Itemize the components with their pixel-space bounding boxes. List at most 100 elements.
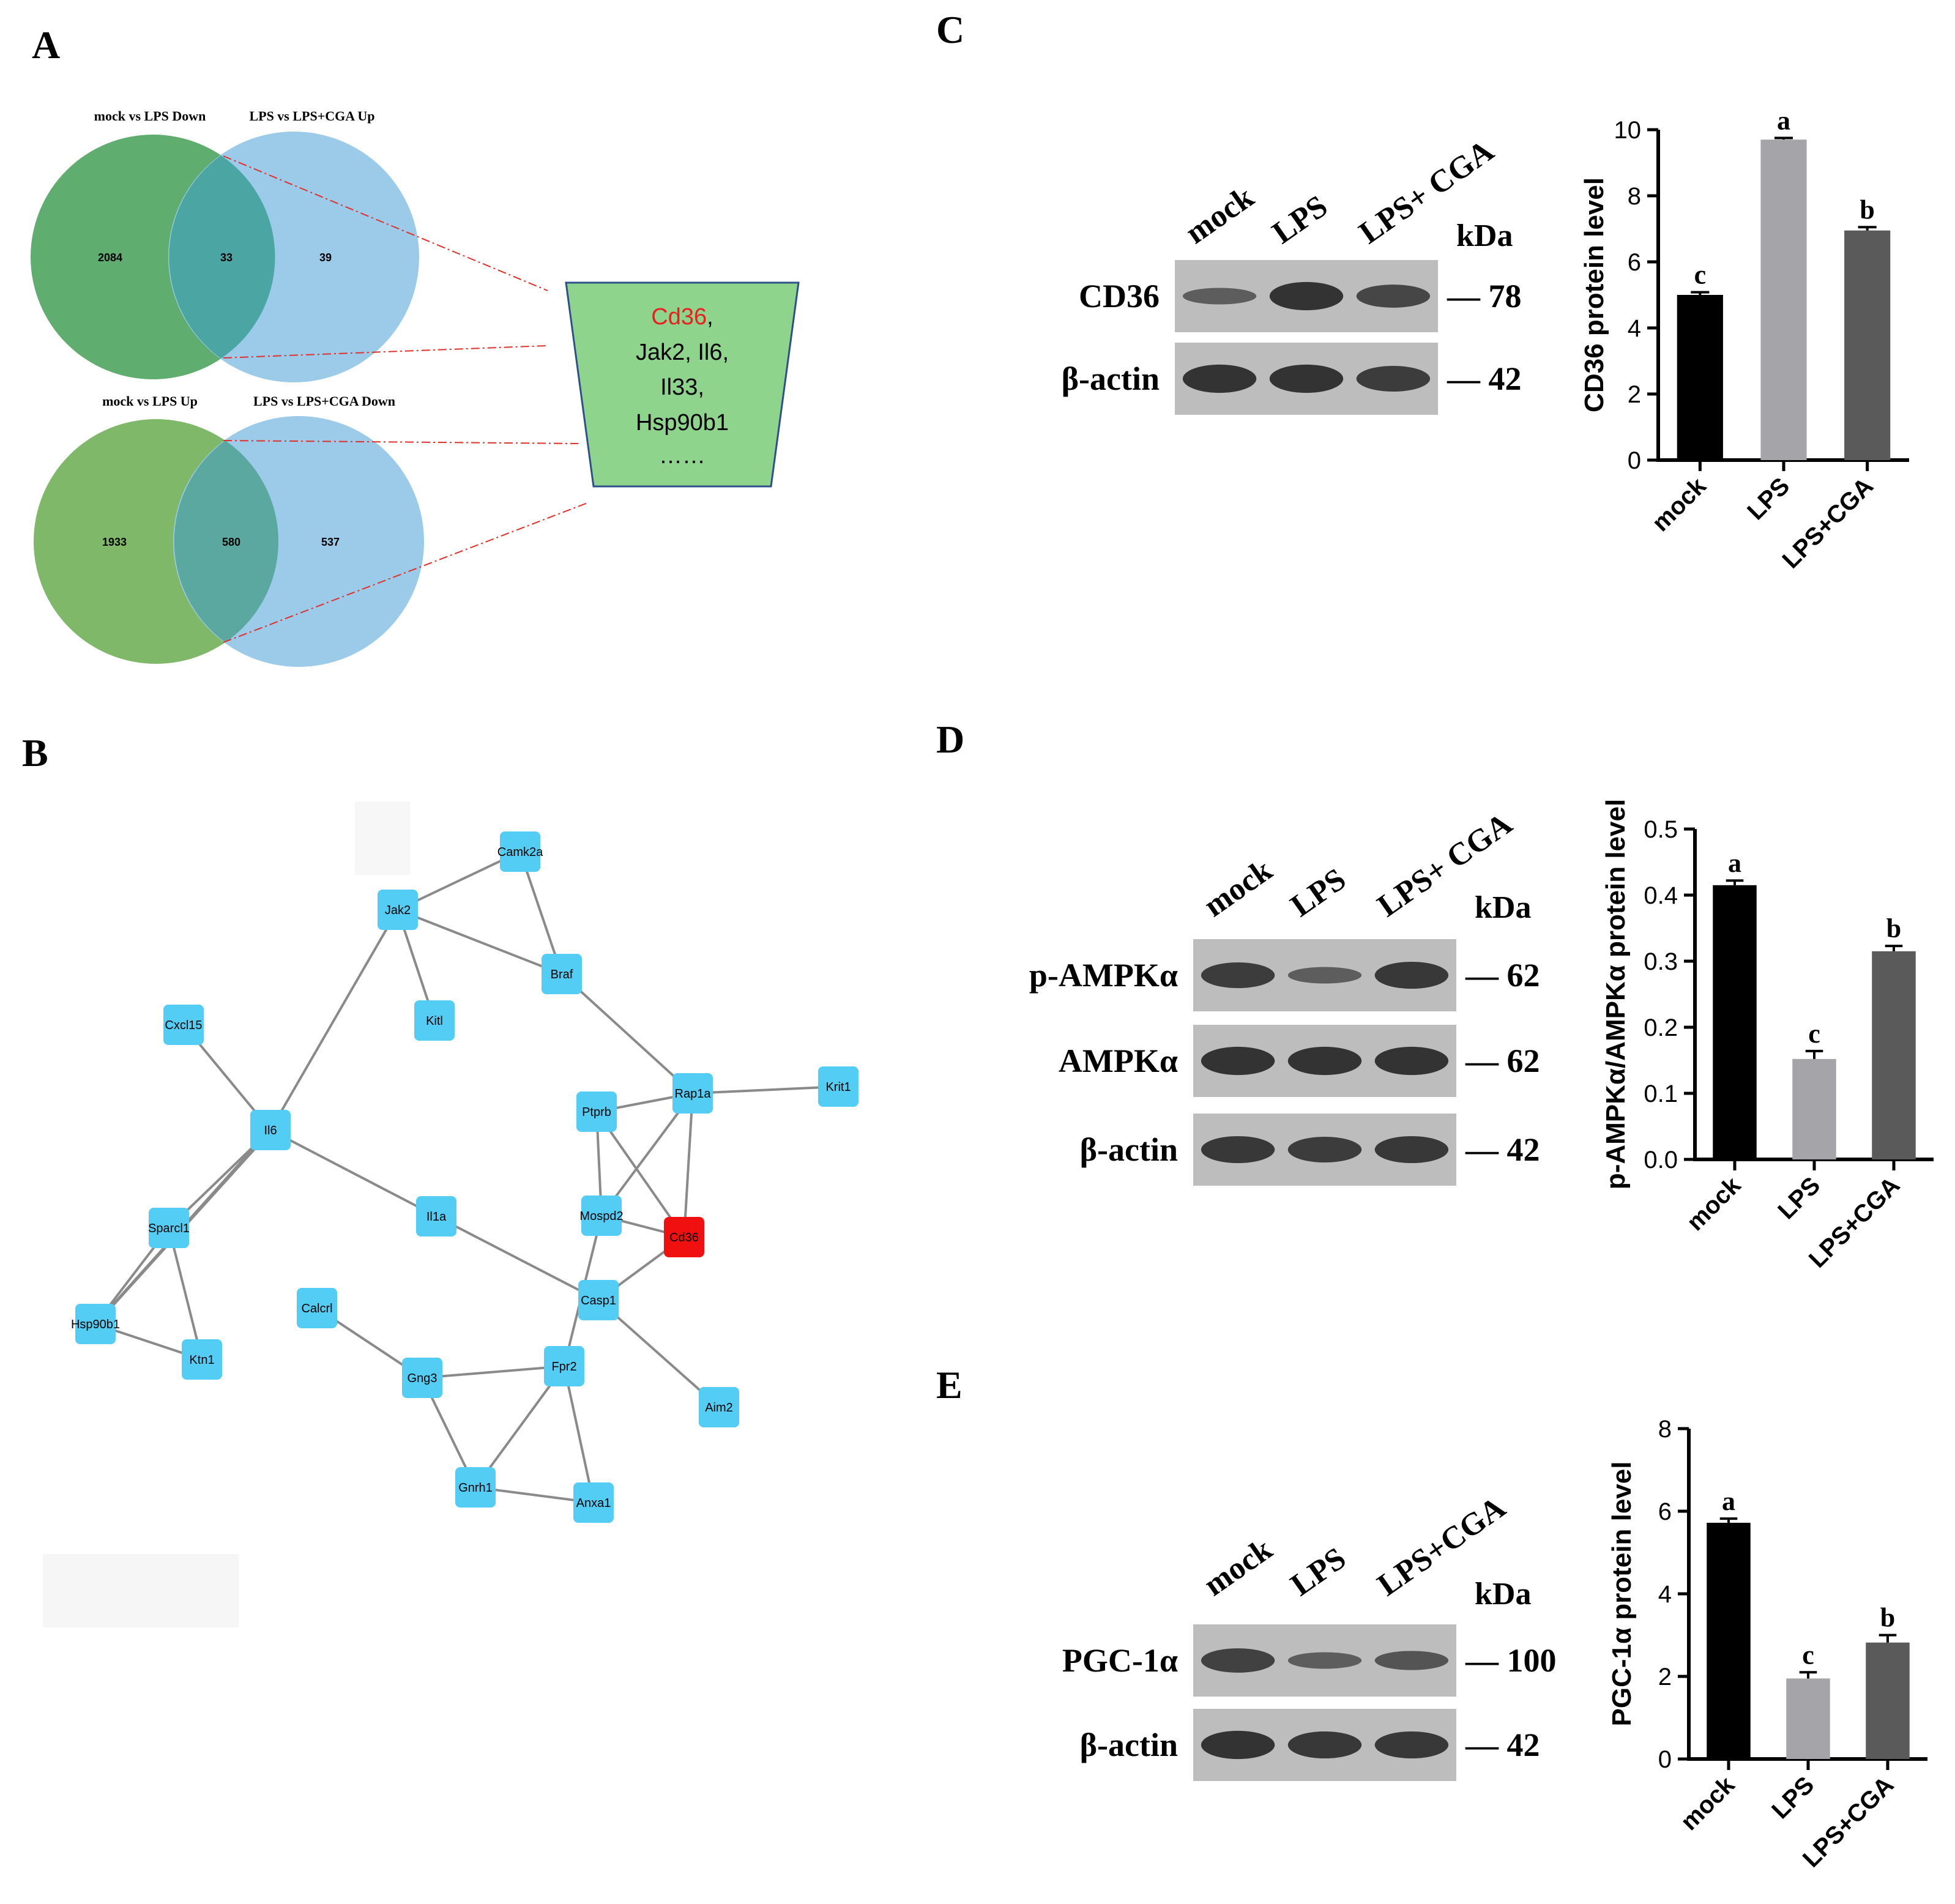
node-label-cd36: Cd36 [669,1231,699,1244]
blot-band [1201,1046,1275,1076]
blot-row-label: β-actin [1080,1131,1178,1168]
blot-kda-marker: — 62 [1465,957,1540,994]
x-tick-label: LPS [1767,1771,1819,1824]
lane-label: mock [1197,1532,1278,1603]
venn-connector-lines [223,155,588,643]
lane-label: LPS [1266,188,1334,250]
node-label-cxcl15: Cxcl15 [165,1019,202,1032]
significance-letter: a [1728,848,1741,878]
shared-genes-line4: Hsp90b1 [636,410,729,436]
node-jak2 [378,890,418,930]
y-tick-label: 6 [1658,1498,1672,1525]
bar-lps [1792,1058,1836,1159]
node-calcrl [297,1288,337,1328]
node-label-il6: Il6 [264,1124,277,1137]
blot-row-label: CD36 [1079,278,1160,314]
x-tick-label: LPS [1773,1172,1825,1224]
panel-label-b: B [22,731,48,775]
node-camk2a [500,831,540,872]
bar-mock [1707,1522,1751,1759]
x-tick-label: mock [1647,472,1712,537]
significance-letter: c [1694,260,1707,290]
node-ptprb [576,1091,617,1132]
panel-label-d: D [936,718,964,761]
lane-label: mock [1179,180,1260,251]
node-label-jak2: Jak2 [385,904,411,917]
bar-mock [1677,295,1723,460]
blot-kda-marker: — 62 [1465,1043,1540,1079]
node-gng3 [402,1358,442,1398]
venn-bottom-overlap-count: 580 [222,536,240,548]
y-tick-label: 2 [1658,1664,1672,1690]
bar-mock [1713,885,1757,1159]
node-cxcl15 [163,1005,204,1045]
y-tick-label: 0.0 [1644,1147,1678,1173]
blot-band [1182,288,1257,305]
node-label-hsp90b1: Hsp90b1 [71,1318,120,1331]
y-axis-title: p-AMPKα/AMPKα protein level [1601,799,1631,1189]
blot-band [1269,281,1344,311]
shared-genes-line3: Il33, [660,374,704,400]
node-label-ptprb: Ptprb [582,1106,611,1119]
y-tick-label: 0.3 [1644,948,1678,975]
y-tick-label: 0.4 [1644,882,1678,909]
node-mospd2 [581,1196,622,1236]
bar-lps-cga [1866,1642,1910,1759]
node-label-aim2: Aim2 [705,1401,733,1415]
blot-band [1374,1046,1449,1076]
blot-kda-marker: — 78 [1447,278,1522,314]
blot-kda-marker: — 42 [1465,1131,1540,1168]
blot-kda-marker: — 100 [1465,1642,1557,1679]
blot-band [1356,366,1431,392]
node-label-anxa1: Anxa1 [576,1497,611,1510]
blot-band [1287,1652,1362,1669]
y-tick-label: 0 [1628,447,1641,474]
y-tick-label: 10 [1614,117,1642,144]
node-ktn1 [182,1339,222,1380]
node-label-braf: Braf [551,968,573,981]
blot-band [1287,1046,1362,1076]
node-aim2 [699,1387,739,1427]
y-tick-label: 8 [1658,1416,1672,1443]
panel-label-c: C [936,8,964,51]
kda-unit-label: kDa [1475,1577,1531,1612]
y-tick-label: 0.2 [1644,1014,1678,1041]
venn-top-left-count: 2084 [98,251,122,264]
y-tick-label: 8 [1628,183,1641,210]
venn-bottom-left-title: mock vs LPS Up [102,393,198,409]
blot-band [1356,284,1431,308]
shared-genes-box [565,281,800,488]
node-krit1 [818,1066,858,1107]
kda-unit-label: kDa [1475,890,1531,925]
node-hsp90b1 [75,1304,116,1344]
node-gnrh1 [455,1467,496,1508]
node-label-ktn1: Ktn1 [189,1353,214,1367]
network-faint-bg-1 [355,801,410,875]
x-tick-label: mock [1681,1172,1746,1236]
blot-band [1201,1136,1275,1164]
y-tick-label: 0.1 [1644,1080,1678,1107]
node-label-calcrl: Calcrl [301,1302,332,1315]
node-label-rap1a: Rap1a [675,1087,712,1101]
venn-bottom-right-title: LPS vs LPS+CGA Down [253,393,395,409]
venn-top-right-count: 39 [319,251,332,264]
node-label-gng3: Gng3 [408,1372,438,1385]
blot-band [1201,1648,1275,1673]
blot-row-label: PGC-1α [1062,1642,1178,1679]
node-label-krit1: Krit1 [825,1080,851,1094]
node-braf [542,954,582,994]
lane-label: LPS [1284,861,1352,923]
shared-genes-line5: …… [659,443,706,469]
node-label-il1a: Il1a [426,1210,447,1224]
y-tick-label: 0.5 [1644,816,1678,843]
significance-letter: b [1860,195,1874,225]
y-tick-label: 0 [1658,1746,1672,1773]
bar-lps [1786,1678,1830,1759]
blot-row-label: β-actin [1062,360,1160,397]
venn-top-overlap [169,155,275,359]
